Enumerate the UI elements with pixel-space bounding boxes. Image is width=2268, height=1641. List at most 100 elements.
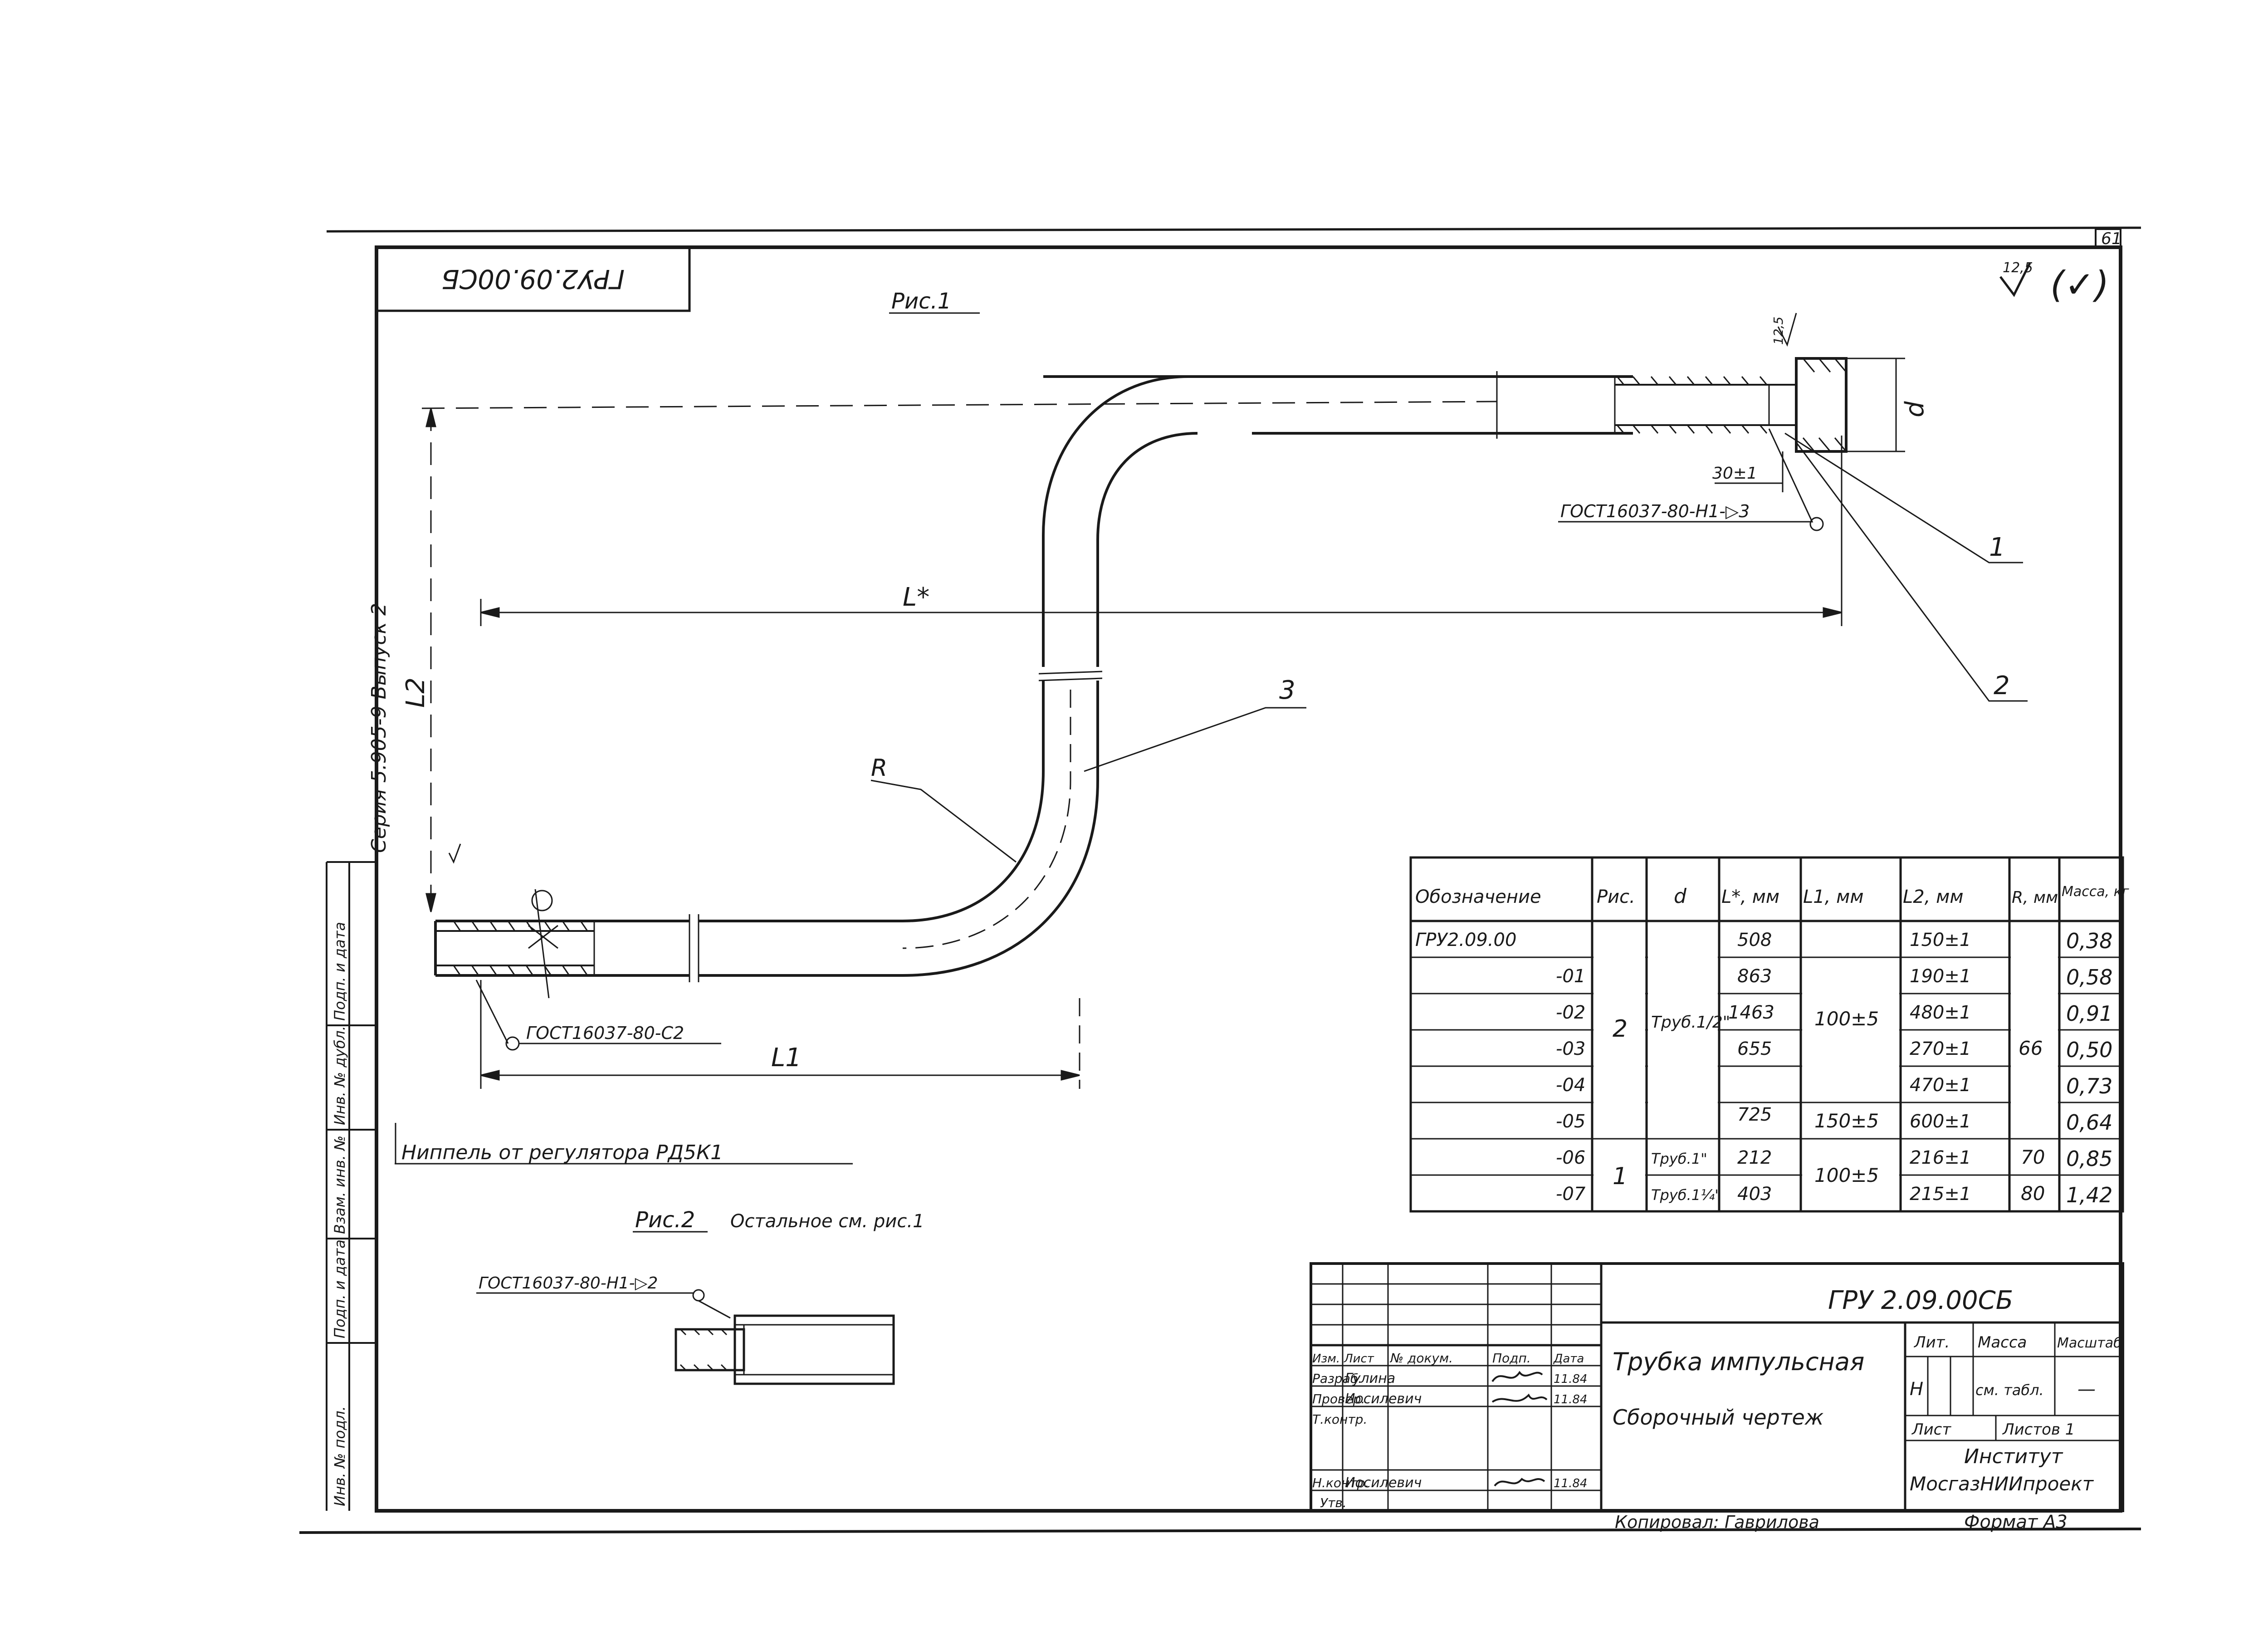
- td-L1-merged: 100±5: [1814, 1164, 1879, 1186]
- dim-R: R: [871, 754, 887, 782]
- callout-1: 1: [1989, 533, 2005, 562]
- title-block-columns: Изм. Лист № докум. Подп. Дата: [1312, 1351, 1584, 1366]
- org-line1: Институт: [1964, 1445, 2063, 1468]
- td-L: 1463: [1728, 1002, 1774, 1023]
- td-L1-merged: 150±5: [1814, 1110, 1879, 1132]
- td-L2: 470±1: [1910, 1075, 1971, 1096]
- td-designation: -07: [1556, 1184, 1586, 1205]
- td-mass: 0,50: [2066, 1038, 2112, 1062]
- td-mass: 0,58: [2066, 965, 2112, 989]
- role-date: 11.84: [1554, 1477, 1587, 1490]
- td-R-merged: 80: [2021, 1182, 2045, 1205]
- role-name: Гулина: [1345, 1371, 1395, 1386]
- col-header: Дата: [1553, 1352, 1584, 1366]
- signatures: [1491, 1371, 1548, 1487]
- td-designation: -01: [1556, 966, 1585, 987]
- th-L: L*, мм: [1721, 887, 1779, 907]
- fig2-note: Остальное см. рис.1: [730, 1211, 924, 1232]
- rotated-stamp: ГРУ2.09.00СБ: [441, 264, 625, 294]
- td-mass: 0,73: [2066, 1074, 2112, 1098]
- lit-header: Лит.: [1913, 1333, 1950, 1352]
- side-strip-label: Инв. № дубл.: [331, 1026, 348, 1125]
- table-body: ГРУ2.09.00 -01 -02 -03 -04 -05 -06 -07 5…: [1415, 929, 2112, 1207]
- title-block-frame: [1310, 1262, 2124, 1512]
- col-header: Лист: [1344, 1352, 1374, 1366]
- fig2-weld-label: ГОСТ16037-80-Н1-▷2: [479, 1274, 658, 1293]
- dim-L1: L1: [771, 1043, 802, 1073]
- side-strip-label: Взам. инв. №: [331, 1136, 348, 1234]
- role-date: 11.84: [1554, 1372, 1587, 1386]
- td-L2: 215±1: [1910, 1184, 1971, 1205]
- dim-d: d: [1900, 401, 1930, 417]
- callout-2: 2: [1994, 671, 2010, 700]
- rough-small: 12,5: [1771, 317, 1786, 345]
- spec-table: [1409, 856, 2124, 1213]
- td-mass: 0,64: [2066, 1110, 2112, 1135]
- th-mass: Масса, кг: [2062, 884, 2129, 900]
- drawing-type: Сборочный чертеж: [1613, 1405, 1824, 1430]
- td-designation: -03: [1556, 1038, 1585, 1059]
- roughness-mark: 12,5 (✓): [1999, 260, 2109, 306]
- sheets-label: Листов 1: [2002, 1421, 2075, 1439]
- th-ris: Рис.: [1597, 887, 1635, 907]
- td-designation: -06: [1556, 1147, 1585, 1168]
- role-label: Утв.: [1320, 1495, 1347, 1510]
- pipe-fig2: [476, 1289, 895, 1385]
- sheet-number: 61: [2101, 230, 2122, 248]
- scale-header: Масштаб: [2057, 1335, 2122, 1351]
- td-designation: ГРУ2.09.00: [1415, 930, 1516, 950]
- dim-30: 30±1: [1712, 464, 1757, 483]
- weld-left-label: ГОСТ16037-80-С2: [526, 1023, 684, 1043]
- td-L2: 600±1: [1910, 1111, 1971, 1132]
- th-L1: L1, мм: [1803, 887, 1864, 907]
- dimensions-fig1: [421, 313, 2028, 1089]
- role-name: Иосилевич: [1345, 1391, 1422, 1407]
- td-R-merged: 66: [2019, 1037, 2043, 1059]
- table-merge-masks: [1593, 923, 2058, 1209]
- td-L2: 270±1: [1910, 1038, 1971, 1059]
- td-designation: -05: [1556, 1111, 1585, 1132]
- td-L: 655: [1737, 1038, 1772, 1059]
- role-date: 11.84: [1554, 1393, 1587, 1406]
- td-L: 212: [1737, 1147, 1772, 1168]
- weld-top-label: ГОСТ16037-80-Н1-▷3: [1560, 501, 1750, 521]
- td-L: 403: [1737, 1184, 1772, 1205]
- sheet-frame: [299, 226, 2141, 1534]
- copied-by: Копировал: Гаврилова: [1615, 1512, 1819, 1532]
- td-d-merged: Труб.1": [1651, 1150, 1707, 1167]
- td-R-merged: 70: [2021, 1146, 2045, 1168]
- series-label: Серия 5.905-9 Выпуск 2: [367, 603, 391, 853]
- td-ris-merged: 1: [1613, 1163, 1628, 1190]
- nipple-note: Ниппель от регулятора РД5К1: [401, 1141, 723, 1164]
- fig2-title: Рис.2: [635, 1207, 695, 1233]
- td-L2: 216±1: [1910, 1147, 1971, 1168]
- td-mass: 0,85: [2066, 1146, 2112, 1171]
- sheet-label: Лист: [1911, 1421, 1951, 1439]
- td-L1-merged: 100±5: [1814, 1008, 1879, 1030]
- lit-value: Н: [1910, 1379, 1923, 1400]
- roughness-check: (✓): [2050, 264, 2109, 306]
- role-name: Иосилевич: [1345, 1475, 1422, 1491]
- mass-header: Масса: [1978, 1333, 2027, 1352]
- mass-value: см. табл.: [1975, 1381, 2044, 1399]
- td-d-merged: Труб.1¼": [1651, 1186, 1721, 1204]
- fig2-hatching: [679, 1328, 728, 1371]
- td-L: 725: [1737, 1104, 1772, 1125]
- td-ris-merged: 2: [1613, 1015, 1628, 1043]
- col-header: Подп.: [1492, 1351, 1531, 1366]
- th-d: d: [1674, 885, 1687, 908]
- side-strip: Инв. № подл. Подп. и дата Взам. инв. № И…: [331, 922, 348, 1506]
- role-label: Н.контр.: [1312, 1475, 1369, 1490]
- th-L2: L2, мм: [1903, 887, 1964, 907]
- th-designation: Обозначение: [1415, 887, 1541, 907]
- table-headers: Обозначение Рис. d L*, мм L1, мм L2, мм …: [1415, 884, 2129, 908]
- td-L2: 150±1: [1910, 930, 1971, 950]
- scale-value: —: [2077, 1379, 2096, 1400]
- th-R: R, мм: [2012, 888, 2058, 907]
- role-label: Т.контр.: [1312, 1412, 1367, 1427]
- callout-3: 3: [1279, 676, 1295, 705]
- td-mass: 0,91: [2066, 1001, 2112, 1026]
- dim-L2: L2: [401, 677, 430, 708]
- td-designation: -02: [1556, 1002, 1585, 1023]
